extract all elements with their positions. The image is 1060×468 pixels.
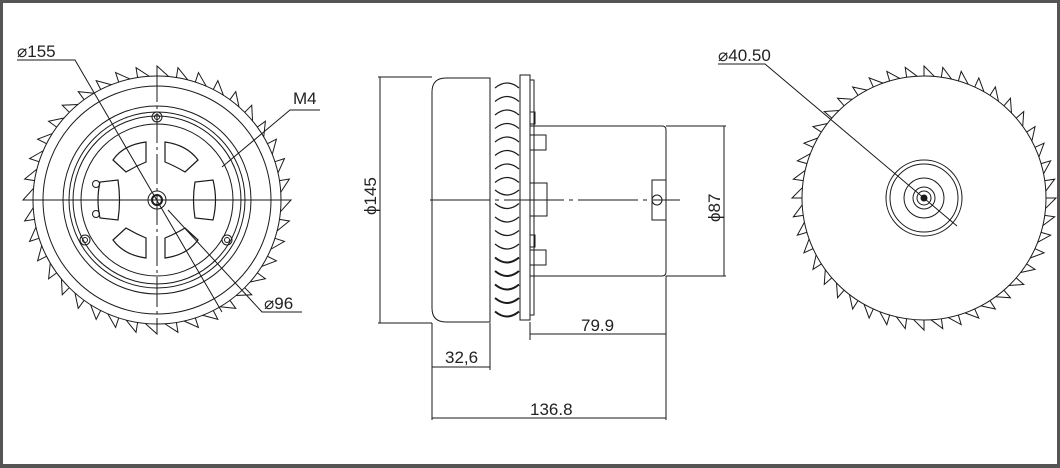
dim-housing-depth: 32,6	[445, 348, 478, 367]
mount-screw	[79, 111, 233, 246]
dim-bolt-circle: ⌀96	[264, 294, 293, 313]
fan-ribs	[494, 82, 520, 318]
dim-motor-diameter: ϕ87	[705, 194, 724, 222]
impeller-teeth-rear	[790, 64, 1058, 332]
front-view	[17, 59, 320, 336]
dim-hub-diameter: ⌀40.50	[718, 46, 771, 65]
dim-thread: M4	[293, 89, 317, 108]
dim-motor-length: 79.9	[581, 316, 614, 335]
impeller-teeth	[21, 64, 293, 336]
rear-view	[718, 63, 1058, 332]
dim-housing-diameter: ϕ145	[361, 177, 380, 215]
fan-vents	[97, 141, 217, 259]
dim-overall-length: 136.8	[530, 400, 573, 419]
dim-outer-diameter: ⌀155	[17, 42, 56, 61]
side-view	[378, 74, 726, 420]
